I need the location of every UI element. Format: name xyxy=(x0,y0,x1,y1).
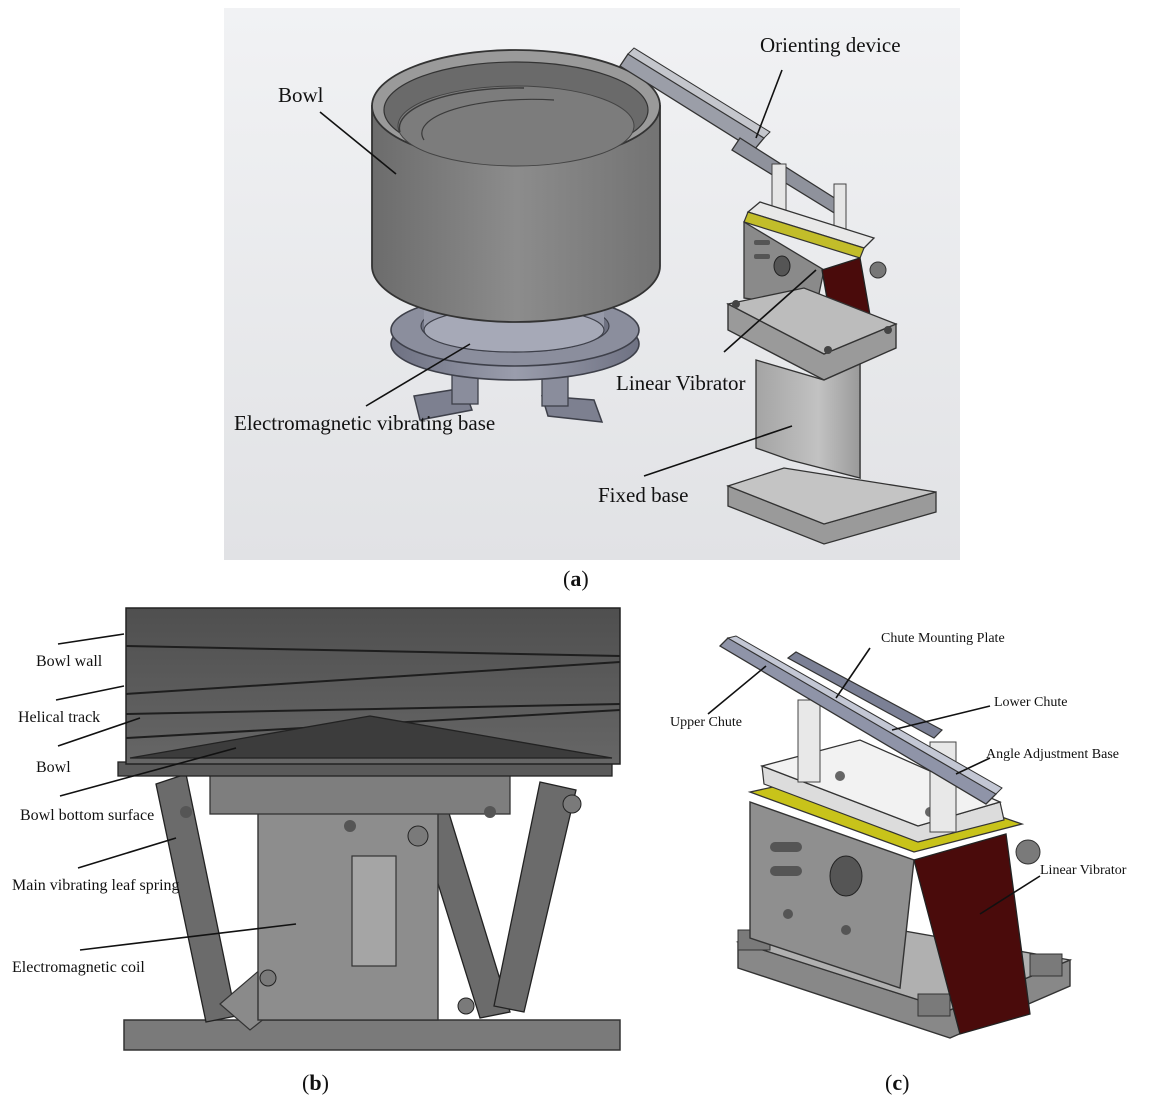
leader-bowl xyxy=(57,717,141,747)
label-angle-adjustment-base: Angle Adjustment Base xyxy=(986,747,1119,762)
label-bowl-wall: Bowl wall xyxy=(36,653,103,670)
label-bowl: Bowl xyxy=(36,759,71,776)
leader-linear-vibrator xyxy=(979,875,1041,915)
panel-c-drawing: Chute Mounting Plate Upper Chute Lower C… xyxy=(670,631,1127,1039)
leader-electromagnetic-base xyxy=(365,343,471,407)
label-upper-chute: Upper Chute xyxy=(670,715,742,730)
orienting-device xyxy=(619,47,847,233)
caption-c: (c) xyxy=(885,1070,910,1095)
label-main-vibrating-leaf-spring: Main vibrating leaf spring xyxy=(12,877,180,894)
leader-fixed-base xyxy=(643,425,793,477)
leader-electromagnetic-coil xyxy=(79,923,297,951)
label-chute-mounting-plate: Chute Mounting Plate xyxy=(881,631,1005,646)
leader-upper-chute xyxy=(707,665,767,715)
electromagnetic-coil xyxy=(180,773,582,1021)
leader-angle-adjustment-base xyxy=(955,757,991,775)
bowl-section xyxy=(125,607,621,765)
label-linear-vibrator: Linear Vibrator xyxy=(616,371,746,395)
panel-c-linear-vibrator-detail: Chute Mounting Plate Upper Chute Lower C… xyxy=(660,598,1156,1058)
label-bowl: Bowl xyxy=(278,83,324,107)
vibrator-body xyxy=(749,801,1041,989)
leader-linear-vibrator xyxy=(723,269,817,353)
bowl xyxy=(371,49,661,323)
chutes xyxy=(718,635,1003,805)
label-linear-vibrator: Linear Vibrator xyxy=(1040,863,1127,878)
fixed-base xyxy=(726,287,937,545)
leader-orienting-device xyxy=(755,69,783,139)
caption-b: (b) xyxy=(302,1070,329,1095)
leader-helical-track xyxy=(55,685,125,701)
linear-vibrator-coil xyxy=(913,833,1031,1035)
leader-bowl-bottom-surface xyxy=(59,747,237,797)
panel-b-drawing: Bowl wall Helical track Bowl Bowl bottom… xyxy=(12,607,621,1051)
leader-bowl xyxy=(319,111,397,175)
panel-b-bowl-section: Bowl wall Helical track Bowl Bowl bottom… xyxy=(0,598,642,1058)
label-orienting-device: Orienting device xyxy=(760,33,901,57)
leader-chute-mounting-plate xyxy=(835,647,871,699)
label-lower-chute: Lower Chute xyxy=(994,695,1067,710)
label-electromagnetic-vibrating-base: Electromagnetic vibrating base xyxy=(234,411,495,435)
panel-a-feeder-assembly: Bowl Orienting device Linear Vibrator El… xyxy=(224,8,960,560)
leader-leaf-spring xyxy=(77,837,177,869)
label-helical-track: Helical track xyxy=(18,709,100,726)
label-bowl-bottom-surface: Bowl bottom surface xyxy=(20,807,154,824)
label-fixed-base: Fixed base xyxy=(598,483,688,507)
leader-bowl-wall xyxy=(57,633,125,645)
leader-lower-chute xyxy=(891,705,991,731)
electromagnetic-vibrating-base xyxy=(390,293,640,423)
panel-a-drawing: Bowl Orienting device Linear Vibrator El… xyxy=(224,8,960,560)
caption-a: (a) xyxy=(563,566,589,591)
label-electromagnetic-coil: Electromagnetic coil xyxy=(12,959,145,976)
bottom-plate xyxy=(123,1019,621,1051)
